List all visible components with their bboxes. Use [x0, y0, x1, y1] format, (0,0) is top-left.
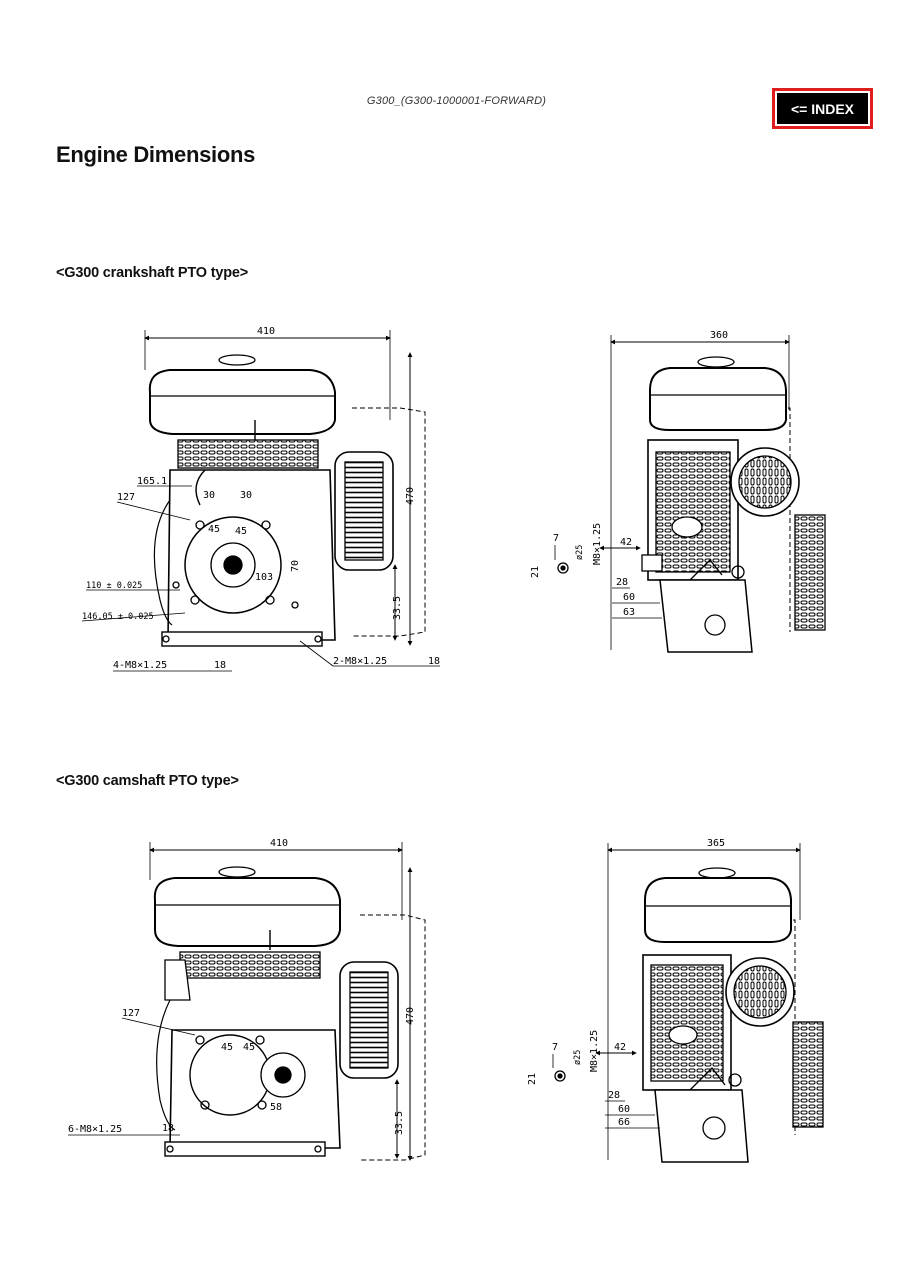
- crank-dim-70: 70: [290, 560, 301, 572]
- crank-side-view: [557, 356, 826, 653]
- cam-side-width: 365: [707, 838, 725, 849]
- cam-side-shaft: ø25: [573, 1050, 583, 1065]
- crank-dim-18a: 18: [214, 660, 226, 671]
- cam-dim-127: 127: [122, 1008, 140, 1019]
- crank-side-dim-60: 60: [623, 592, 635, 603]
- crank-side-dimensions: 360 7 21 ø25 M8×1.25 42 28 60 63: [530, 330, 790, 650]
- cam-front-height: 470: [405, 1007, 416, 1025]
- page-title: Engine Dimensions: [56, 142, 256, 167]
- crank-front-base: 33.5: [392, 596, 403, 620]
- cam-side-dim-66: 66: [618, 1117, 630, 1128]
- crank-front-width: 410: [257, 326, 275, 337]
- crank-bolts-right: 2-M8×1.25: [333, 656, 387, 667]
- crank-side-dim-28: 28: [616, 577, 628, 588]
- section-title-crankshaft: <G300 crankshaft PTO type>: [56, 265, 248, 281]
- crank-side-dim-63: 63: [623, 607, 635, 618]
- cam-side-dim-60: 60: [618, 1104, 630, 1115]
- index-button-label[interactable]: <= INDEX: [777, 93, 868, 124]
- model-header: G300_(G300-1000001-FORWARD): [366, 95, 547, 107]
- crank-dim-18b: 18: [428, 656, 440, 667]
- crank-front-view: [148, 354, 426, 647]
- cam-side-dim-7: 7: [552, 1042, 558, 1053]
- cam-front-view: [153, 866, 426, 1161]
- cam-side-dimensions: 365 7 21 ø25 M8×1.25 42 28 60 66: [527, 838, 801, 1160]
- crank-dim-45a: 45: [208, 524, 220, 535]
- crank-dim-45b: 45: [235, 526, 247, 537]
- crank-dim-30a: 30: [203, 490, 215, 501]
- index-button[interactable]: <= INDEX: [772, 88, 873, 129]
- crank-front-dimensions: 410 470 33.5 165.1 127 30 30 45 45 103 7…: [81, 326, 440, 672]
- crank-side-dim-42: 42: [620, 537, 632, 548]
- cam-dim-58: 58: [270, 1102, 282, 1113]
- crank-shaft-dia: 110 ± 0.025: [86, 581, 142, 591]
- cam-front-dimensions: 410 470 33.5 127 45 45 58 6-M8×1.25 18: [68, 838, 416, 1161]
- crank-dim-165: 165.1: [137, 476, 167, 487]
- cam-side-view: [554, 867, 824, 1163]
- cam-dim-45a: 45: [221, 1042, 233, 1053]
- cam-side-dim-42: 42: [614, 1042, 626, 1053]
- crank-side-dim-7: 7: [553, 533, 559, 544]
- crank-pilot-dia: 146.05 ± 0.025: [82, 612, 154, 622]
- crank-front-height: 470: [405, 487, 416, 505]
- cam-dim-18: 18: [162, 1123, 174, 1134]
- crank-dim-127: 127: [117, 492, 135, 503]
- crank-dim-30b: 30: [240, 490, 252, 501]
- crank-side-thread: M8×1.25: [592, 523, 603, 565]
- cam-side-dim-21: 21: [527, 1073, 538, 1085]
- section-title-camshaft: <G300 camshaft PTO type>: [56, 773, 239, 789]
- cam-front-width: 410: [270, 838, 288, 849]
- cam-front-base: 33.5: [394, 1111, 405, 1135]
- crank-dim-103: 103: [255, 572, 273, 583]
- crank-bolts-left: 4-M8×1.25: [113, 660, 167, 671]
- cam-bolts: 6-M8×1.25: [68, 1124, 122, 1135]
- crank-side-shaft: ø25: [575, 545, 585, 560]
- cam-side-dim-28: 28: [608, 1090, 620, 1101]
- cam-dim-45b: 45: [243, 1042, 255, 1053]
- cam-side-thread: M8×1.25: [589, 1030, 600, 1072]
- crank-side-width: 360: [710, 330, 728, 341]
- crank-side-dim-21: 21: [530, 566, 541, 578]
